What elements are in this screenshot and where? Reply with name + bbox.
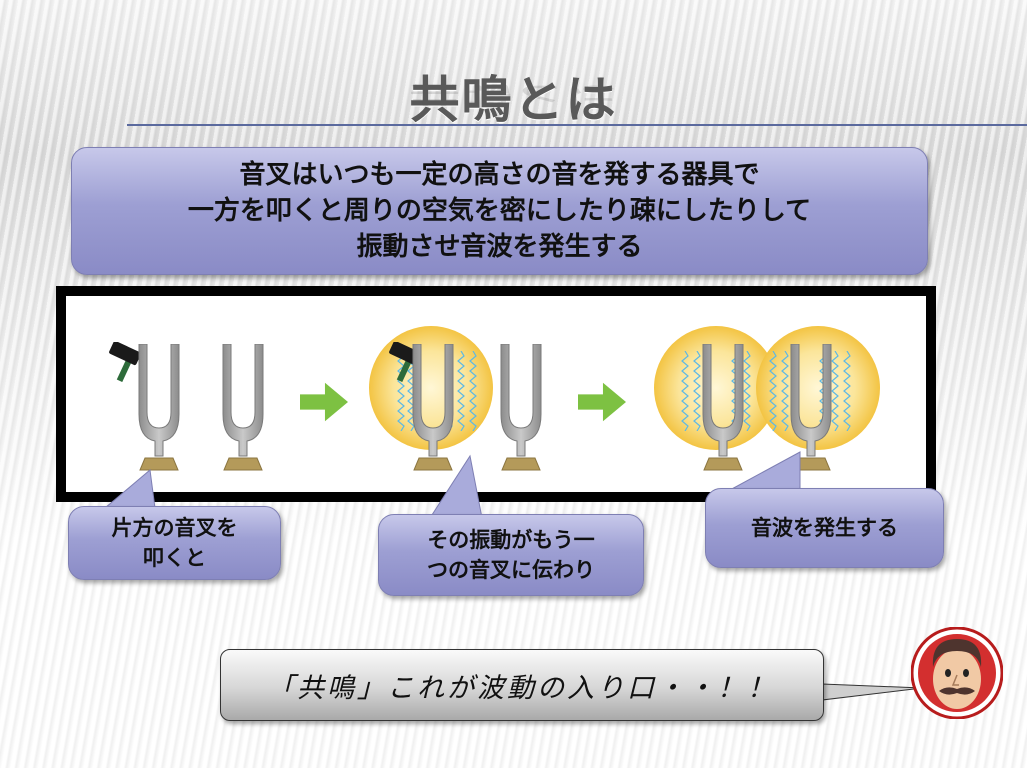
description-line: 一方を叩くと周りの空気を密にしたり疎にしたりして: [187, 196, 812, 226]
figure-illustration: [108, 326, 880, 471]
callout-line: 叩くと: [143, 546, 206, 570]
callout-line: つの音叉に伝わり: [427, 558, 595, 582]
description-line: 音叉はいつも一定の高さの音を発する器具で: [239, 160, 760, 190]
quote-bubble: 「共鳴」これが波動の入り口・・！！: [220, 649, 824, 721]
title-divider: [127, 124, 1027, 126]
face-icon: [911, 627, 1003, 719]
quote-text: 「共鳴」これが波動の入り口・・！！: [267, 672, 777, 704]
stage-2: [369, 326, 542, 471]
callout-line: 音波を発生する: [751, 516, 898, 540]
description-line: 振動させ音波を発生する: [356, 232, 643, 262]
stage-3: [654, 326, 880, 471]
callout-line: その振動がもう一: [427, 528, 595, 552]
callout-line: 片方の音叉を: [111, 516, 238, 540]
callout-transfer: その振動がもう一 つの音叉に伝わり: [378, 514, 644, 596]
description-box: 音叉はいつも一定の高さの音を発する器具で 一方を叩くと周りの空気を密にしたり疎に…: [71, 147, 928, 275]
callout-strike: 片方の音叉を 叩くと: [68, 506, 281, 580]
slide-title: 共鳴とは: [409, 71, 618, 129]
resonance-figure: [56, 286, 936, 502]
figure-canvas: [66, 296, 926, 492]
callout-soundwave: 音波を発生する: [705, 488, 944, 568]
